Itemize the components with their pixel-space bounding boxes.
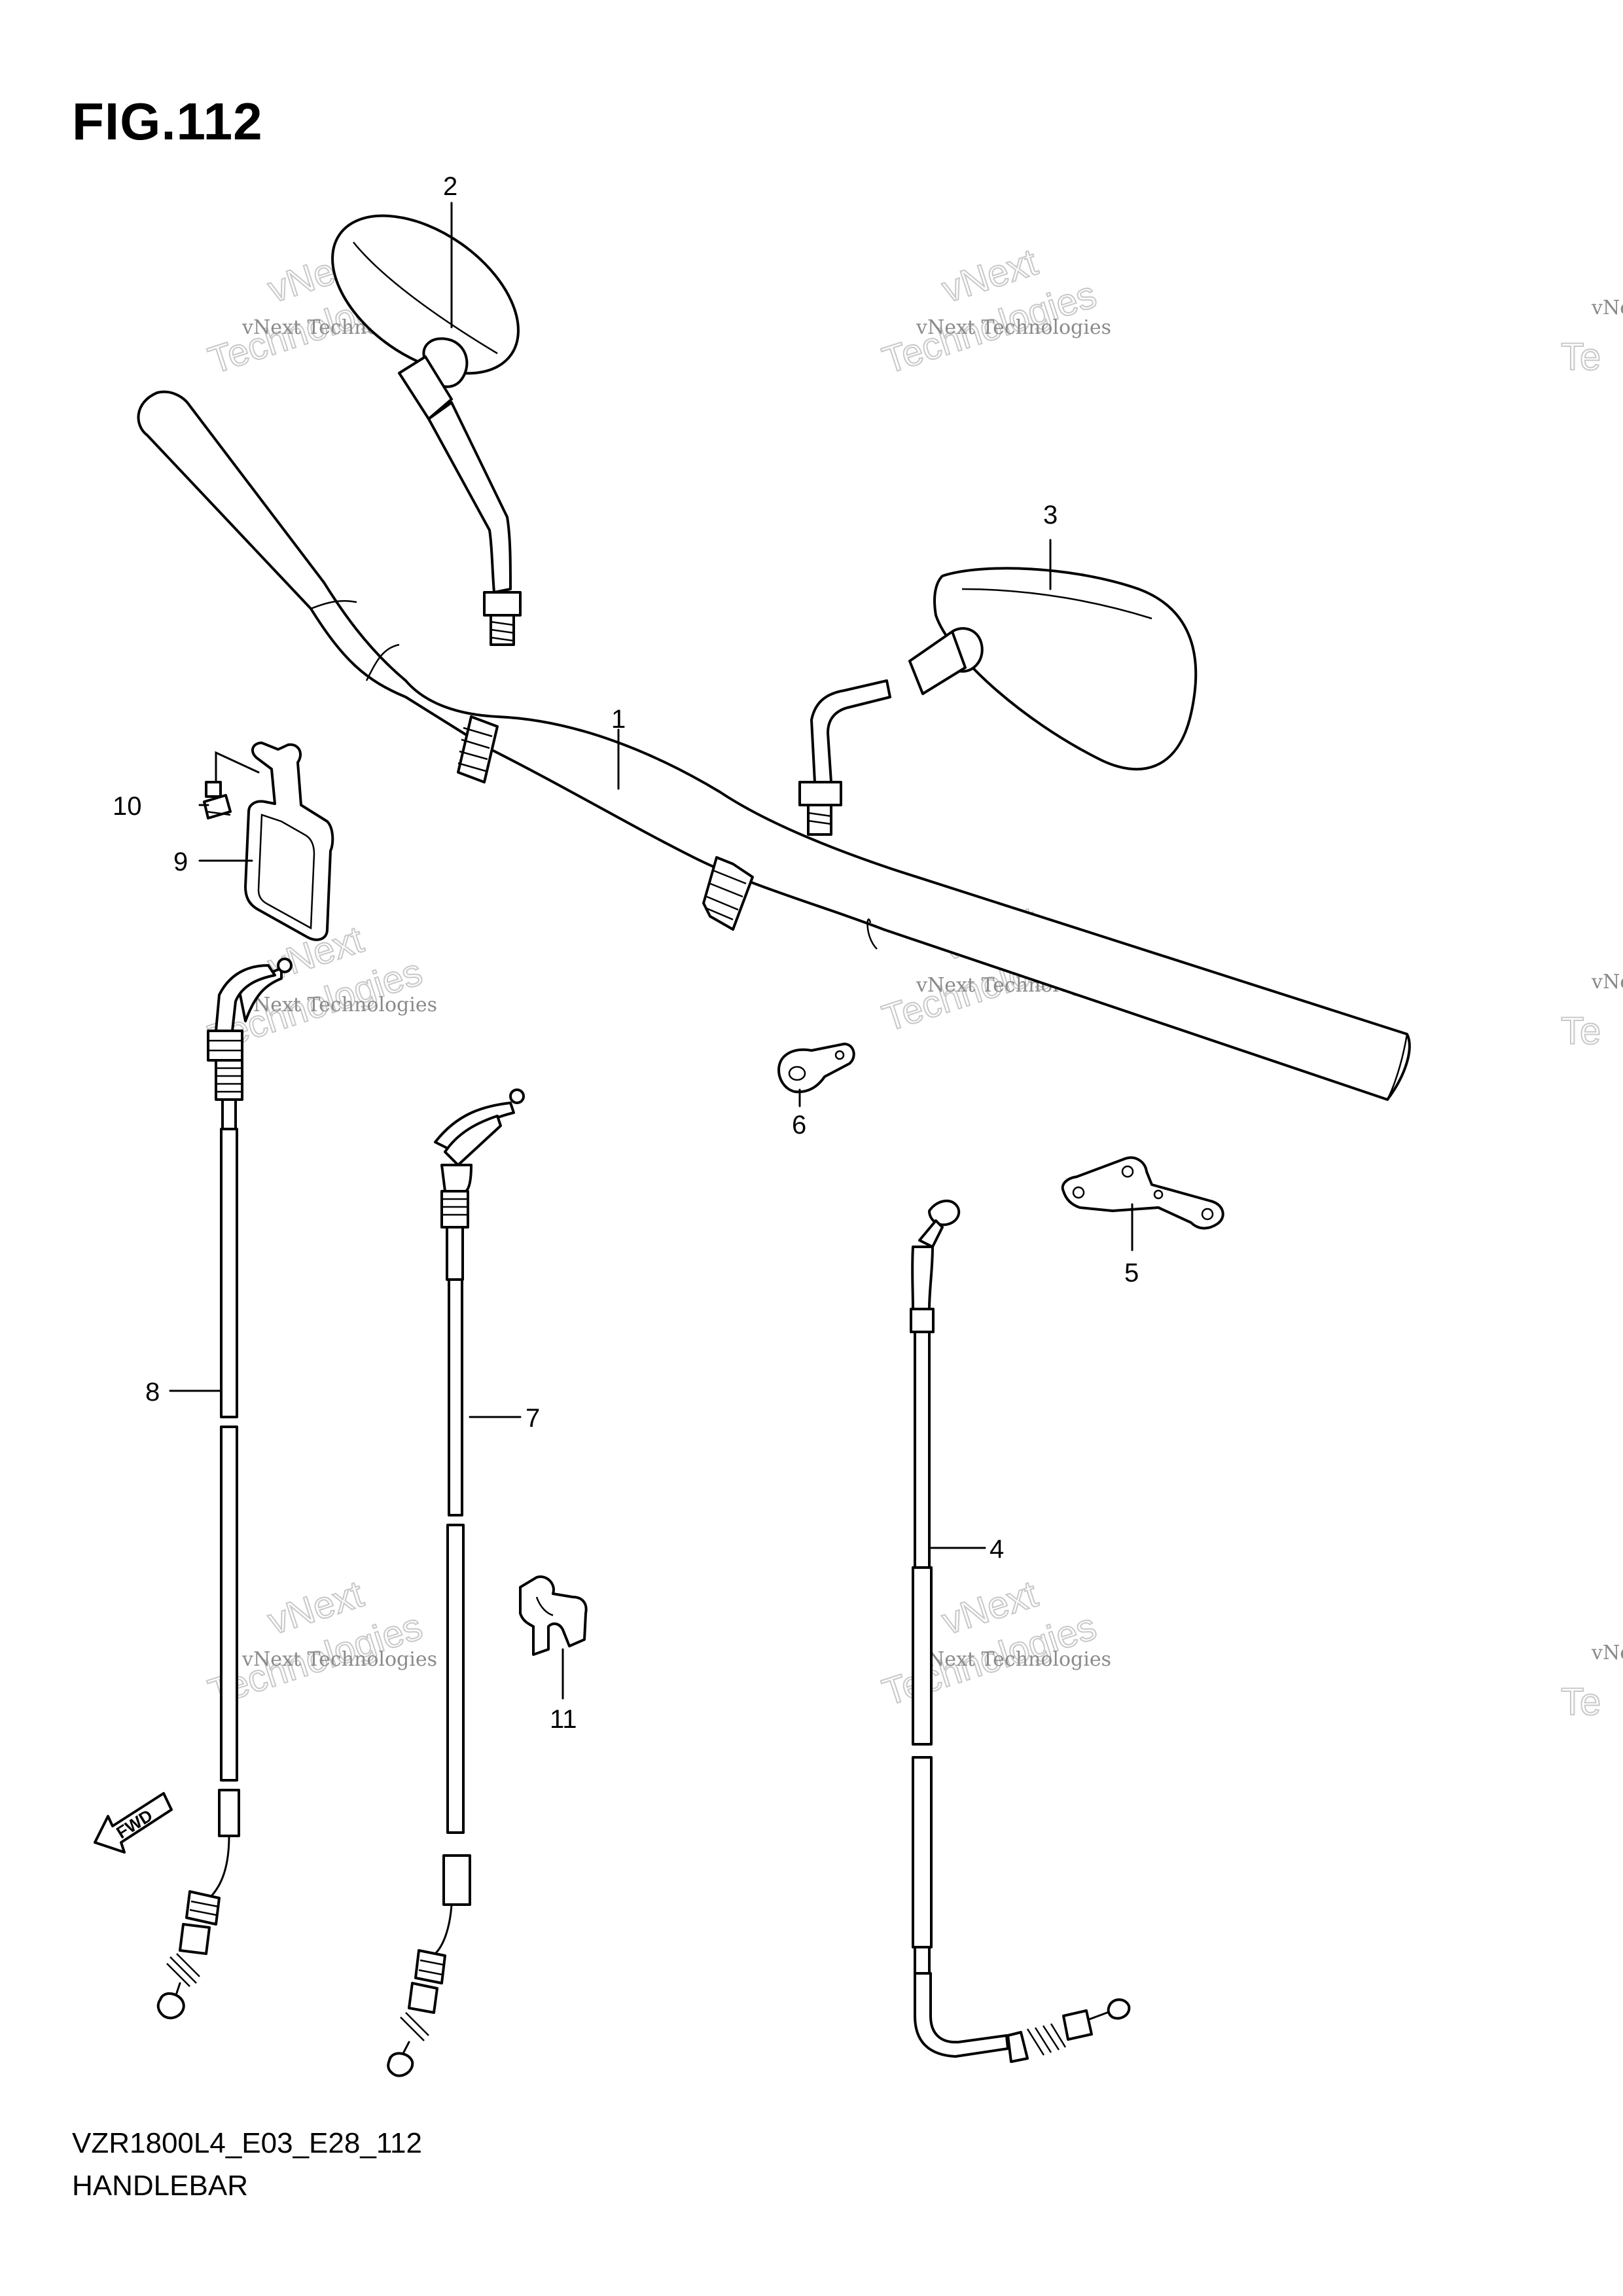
part-7-cable: [387, 1088, 525, 2077]
callout-1: 1: [611, 705, 626, 734]
part-2-mirror-left: [331, 214, 522, 646]
svg-text:vNe: vNe: [1591, 296, 1623, 319]
part-9-cable-guide: [244, 742, 334, 941]
part-10-bolt: [203, 781, 232, 819]
part-3-mirror-right: [798, 567, 1198, 836]
svg-text:Te: Te: [1561, 1010, 1601, 1052]
leader-lines: [169, 202, 1133, 1700]
callout-2: 2: [443, 172, 457, 201]
watermark-edge-2: vNe Te: [1560, 971, 1623, 1053]
fwd-arrow-icon: FWD: [94, 1792, 173, 1854]
svg-text:vNe: vNe: [1591, 1641, 1623, 1664]
callout-11: 11: [550, 1705, 577, 1734]
callout-10: 10: [113, 792, 142, 821]
watermark-5: vNext Technologies vNext Technologies: [203, 1572, 437, 1715]
figure-code: VZR1800L4_E03_E28_112: [72, 2127, 422, 2159]
watermark-2: vNext Technologies vNext Technologies: [877, 240, 1111, 383]
part-1-handlebar: [137, 390, 1411, 1101]
callout-6: 6: [792, 1111, 806, 1139]
watermark-layer: vNext Technologies vNext Technologies vN…: [203, 240, 1623, 1724]
callout-4: 4: [990, 1535, 1004, 1564]
part-6-clamp: [777, 1043, 855, 1094]
part-11-clip: [519, 1575, 588, 1656]
part-5-bracket: [1061, 1156, 1224, 1230]
watermark-edge-1: vNe Te: [1560, 296, 1623, 379]
svg-text:Te: Te: [1561, 336, 1601, 378]
svg-text:vNe: vNe: [1591, 971, 1623, 994]
figure-title: FIG.112: [72, 92, 263, 151]
callout-9: 9: [173, 848, 188, 876]
figure-name: HANDLEBAR: [72, 2170, 248, 2202]
callout-7: 7: [526, 1404, 540, 1433]
svg-text:vNext Technologies: vNext Technologies: [916, 316, 1111, 339]
svg-text:vNext Technologies: vNext Technologies: [916, 1648, 1111, 1671]
svg-text:vNext Technologies: vNext Technologies: [241, 994, 437, 1016]
callout-labels: 2 3 1 10 9 6 5 8 7 4 11: [113, 172, 1139, 1734]
watermark-edge-3: vNe Te: [1560, 1641, 1623, 1724]
part-4-cable: [910, 1199, 1131, 2063]
part-8-cable: [156, 958, 293, 2020]
knurl-band-right: [702, 856, 754, 931]
callout-5: 5: [1124, 1259, 1139, 1287]
svg-text:Te: Te: [1561, 1681, 1601, 1723]
knurl-band-left: [457, 715, 499, 783]
svg-text:vNext Technologies: vNext Technologies: [241, 1648, 437, 1671]
callout-3: 3: [1043, 501, 1058, 529]
callout-8: 8: [145, 1378, 160, 1407]
